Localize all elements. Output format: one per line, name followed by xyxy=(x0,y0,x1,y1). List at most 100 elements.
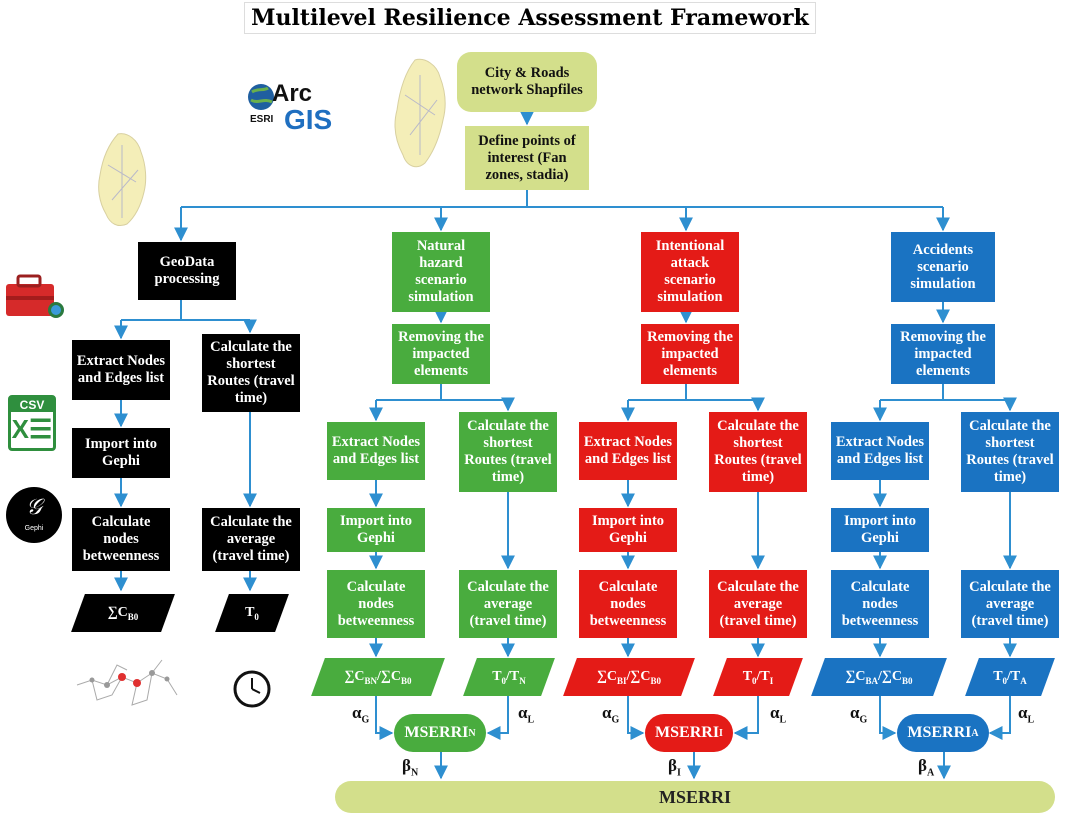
attack-ratio-c2-sub: B0 xyxy=(650,675,662,686)
network-graph-icon xyxy=(76,659,178,706)
accident-import-gephi-box: Import into Gephi xyxy=(831,508,929,552)
attack-alpha-l-sub: L xyxy=(779,714,787,726)
accident-beta-sub: A xyxy=(926,767,935,779)
geo-t0-shape: T0 xyxy=(222,594,282,632)
arcgis-esri-text: ESRI xyxy=(250,114,274,125)
attack-mserri-sub: I xyxy=(719,727,723,739)
csv-file-icon: CSV X☰ xyxy=(8,395,56,451)
attack-average-time-box: Calculate the average (travel time) xyxy=(709,570,807,638)
attack-import-gephi-box: Import into Gephi xyxy=(579,508,677,552)
attack-alpha-g: αG xyxy=(602,703,619,725)
accidents-scenario-box: Accidents scenario simulation xyxy=(891,232,995,302)
attack-beta-sub: I xyxy=(676,767,681,779)
natural-remove-box: Removing the impacted elements xyxy=(392,324,490,384)
geo-import-gephi-box: Import into Gephi xyxy=(72,428,170,478)
natural-ratio-c-sub: BN xyxy=(364,675,378,686)
natural-ratio-t2-text: /T xyxy=(506,668,520,684)
attack-ratio-t2-text: /T xyxy=(756,668,770,684)
attack-betweenness-box: Calculate nodes betweenness xyxy=(579,570,677,638)
attack-shortest-routes-box: Calculate the shortest Routes (travel ti… xyxy=(709,412,807,492)
csv-label: CSV xyxy=(11,398,53,412)
accident-alpha-g-sub: G xyxy=(859,714,868,726)
natural-ratio-c-shape: ∑CBN/∑CB0 xyxy=(318,658,438,696)
geo-t-text: T xyxy=(245,604,255,620)
intentional-attack-box: Intentional attack scenario simulation xyxy=(641,232,739,312)
geo-shortest-routes-box: Calculate the shortest Routes (travel ti… xyxy=(202,334,300,412)
natural-ratio-t2-sub: N xyxy=(519,675,526,686)
geo-extract-nodes-box: Extract Nodes and Edges list xyxy=(72,340,170,400)
accident-mserri-sub: A xyxy=(971,727,979,739)
accident-ratio-t2-text: /T xyxy=(1007,668,1021,684)
natural-ratio-c-text: ∑C xyxy=(344,668,365,684)
accident-alpha-g: αG xyxy=(850,703,867,725)
natural-hazard-box: Natural hazard scenario simulation xyxy=(392,232,490,312)
accident-betweenness-box: Calculate nodes betweenness xyxy=(831,570,929,638)
gephi-label: Gephi xyxy=(24,525,44,532)
accident-beta-text: β xyxy=(918,756,927,775)
attack-alpha-l: αL xyxy=(770,703,786,725)
qatar-map-icon-2 xyxy=(98,133,147,227)
toolbox-icon xyxy=(6,274,64,318)
accident-average-time-box: Calculate the average (travel time) xyxy=(961,570,1059,638)
accident-alpha-l: αL xyxy=(1018,703,1034,725)
clock-icon xyxy=(233,670,271,708)
page-title: Multilevel Resilience Assessment Framewo… xyxy=(244,2,816,34)
accident-ratio-c-sub: BA xyxy=(865,675,879,686)
attack-ratio-c-sub: BI xyxy=(617,675,627,686)
natural-beta-sub: N xyxy=(410,767,419,779)
natural-alpha-l-sub: L xyxy=(527,714,535,726)
geodata-processing-box: GeoData processing xyxy=(138,242,236,300)
accident-extract-nodes-box: Extract Nodes and Edges list xyxy=(831,422,929,480)
accident-ratio-t-text: T xyxy=(993,668,1003,684)
attack-beta-text: β xyxy=(668,756,677,775)
natural-alpha-g-text: α xyxy=(352,703,362,722)
final-mserri-bar: MSERRI xyxy=(335,781,1055,813)
attack-alpha-l-text: α xyxy=(770,703,780,722)
natural-import-gephi-box: Import into Gephi xyxy=(327,508,425,552)
geo-sum-cb0-shape: ∑CB0 xyxy=(78,594,168,632)
attack-ratio-c-text: ∑C xyxy=(596,668,618,684)
globe-icon xyxy=(248,84,274,110)
qatar-map-icon xyxy=(394,58,446,168)
accident-ratio-t-shape: T0/TA xyxy=(972,658,1048,696)
attack-ratio-c2-text: /∑C xyxy=(626,668,651,684)
attack-ratio-t-text: T xyxy=(742,668,753,684)
attack-remove-box: Removing the impacted elements xyxy=(641,324,739,384)
arcgis-logo-icon: Arc ESRI GIS xyxy=(246,80,356,140)
geo-t-sub: 0 xyxy=(254,611,259,622)
accident-remove-box: Removing the impacted elements xyxy=(891,324,995,384)
geo-sum-text: ∑C xyxy=(107,604,128,620)
accident-ratio-c2-text: /∑C xyxy=(878,668,903,684)
natural-mserri-sub: N xyxy=(468,727,476,739)
geo-sum-sub: B0 xyxy=(127,611,139,622)
arcgis-bottom-text: GIS xyxy=(284,104,333,135)
natural-average-time-box: Calculate the average (travel time) xyxy=(459,570,557,638)
arcgis-top-text: Arc xyxy=(272,80,313,107)
natural-alpha-g: αG xyxy=(352,703,369,725)
gephi-glyph: 𝒢 xyxy=(26,495,42,520)
attack-beta: βI xyxy=(668,756,681,778)
geo-average-time-box: Calculate the average (travel time) xyxy=(202,508,300,571)
attack-extract-nodes-box: Extract Nodes and Edges list xyxy=(579,422,677,480)
excel-x-glyph: X☰ xyxy=(11,414,53,444)
accident-ratio-c-shape: ∑CBA/∑CB0 xyxy=(818,658,940,696)
input-shapefiles-box: City & Roads network Shapfiles xyxy=(457,52,597,112)
geo-betweenness-box: Calculate nodes betweenness xyxy=(72,508,170,571)
accident-beta: βA xyxy=(918,756,934,778)
accident-ratio-t-sub: 0 xyxy=(1002,675,1008,686)
gephi-logo-icon: 𝒢 Gephi xyxy=(6,487,62,543)
accident-mserri-text: MSERRI xyxy=(907,724,972,741)
natural-shortest-routes-box: Calculate the shortest Routes (travel ti… xyxy=(459,412,557,492)
natural-alpha-g-sub: G xyxy=(361,714,370,726)
accident-alpha-l-sub: L xyxy=(1027,714,1035,726)
attack-ratio-t-shape: T0/TI xyxy=(720,658,796,696)
accident-alpha-g-text: α xyxy=(850,703,860,722)
natural-ratio-t-sub: 0 xyxy=(501,675,507,686)
natural-mserri-text: MSERRI xyxy=(404,724,469,741)
accident-ratio-c-text: ∑C xyxy=(845,668,866,684)
attack-alpha-g-sub: G xyxy=(611,714,620,726)
